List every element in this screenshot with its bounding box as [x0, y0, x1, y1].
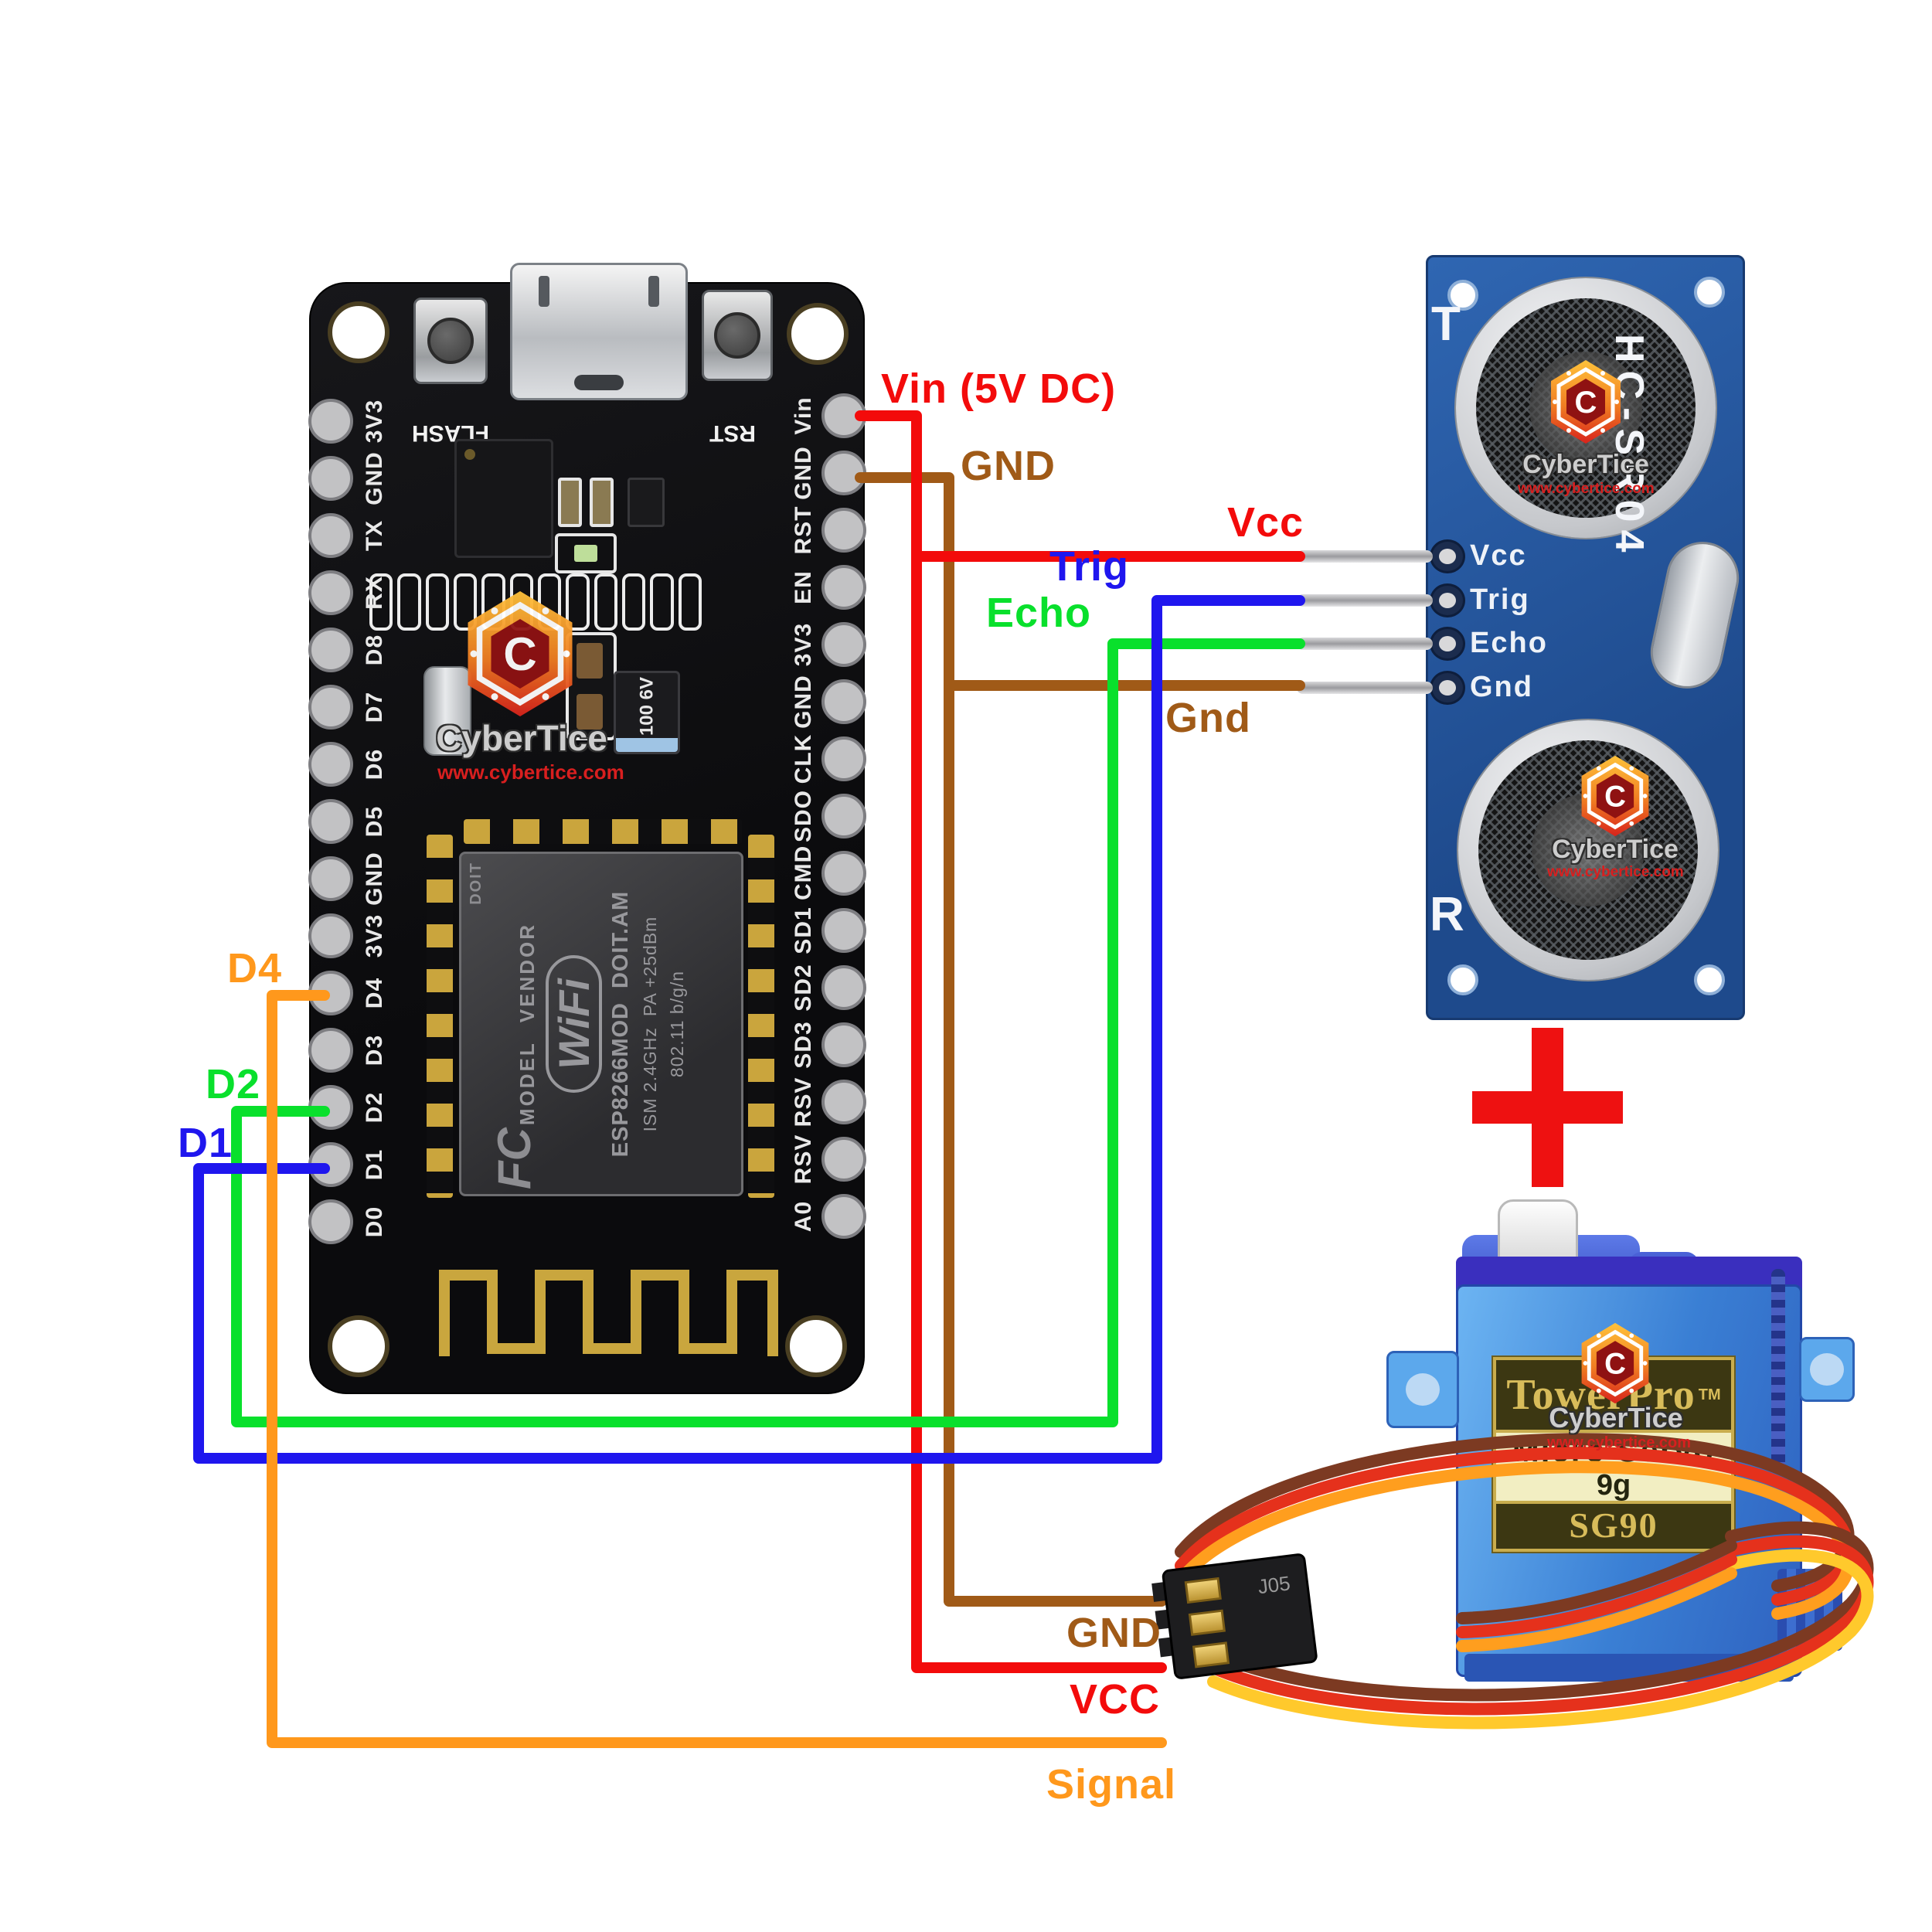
wire-label-d1: D1: [178, 1120, 233, 1166]
wire-label-d4: D4: [227, 945, 283, 992]
cybertice-url: www.cybertice.com: [1547, 864, 1684, 880]
servo-model: SG90: [1569, 1505, 1658, 1545]
cybertice-url: www.cybertice.com: [1547, 1434, 1691, 1451]
cybertice-brand: CyberTice: [1522, 450, 1649, 479]
wire-trig-blue: [193, 595, 1305, 1464]
smd-capacitor: [590, 478, 614, 527]
cybertice-logo-icon: [462, 587, 578, 720]
flash-button-cap: [427, 318, 474, 364]
wire-label-gnd-top: GND: [961, 443, 1056, 489]
sensor-pin-pad: [1430, 583, 1465, 617]
inductor: [423, 666, 471, 756]
servo-screw: [1771, 1269, 1785, 1470]
cybertice-brand: CyberTice: [436, 718, 607, 758]
wire-vin-red: [855, 410, 1305, 1673]
reset-button-cap: [714, 312, 760, 359]
reset-button: [702, 290, 773, 381]
esp-module-shield: FC DOIT MODEL VENDOR WiFi ESP8266MOD DOI…: [459, 852, 743, 1196]
usb-port-slot: [574, 375, 624, 390]
tantalum-capacitor: [577, 643, 603, 679]
sensor-mounting-hole: [1447, 280, 1478, 311]
wire-label-vin: Vin (5V DC): [881, 366, 1117, 412]
sensor-pin-label: Gnd: [1470, 671, 1533, 703]
sensor-mounting-hole: [1447, 964, 1478, 995]
sensor-pin-pad: [1430, 627, 1465, 661]
servo-flange-hole: [1810, 1353, 1844, 1386]
sensor-model-label: HC-SR04: [1607, 334, 1651, 560]
wire-label-signal: Signal: [1046, 1761, 1177, 1808]
mounting-hole: [785, 1315, 847, 1377]
chip-pin1-dot: [464, 449, 475, 460]
servo-flange-right: [1799, 1337, 1855, 1402]
cybertice-brand: CyberTice: [1549, 1402, 1683, 1434]
sensor-pin-pad: [1430, 671, 1465, 705]
cybertice-brand: CyberTice: [1552, 835, 1679, 864]
mounting-hole: [787, 303, 849, 365]
cybertice-url: www.cybertice.com: [437, 760, 624, 784]
servo-flange-left: [1386, 1351, 1459, 1428]
servo-connector: J05: [1151, 1553, 1318, 1679]
sensor-pin-leads: [1297, 550, 1433, 694]
usb-connector: [510, 263, 688, 400]
flash-button: [413, 298, 488, 384]
receiver-label: R: [1430, 888, 1464, 941]
plus-sign: [1532, 1028, 1563, 1187]
wire-label-gnd-sensor: Gnd: [1165, 695, 1251, 741]
servo-trademark: TM: [1698, 1386, 1721, 1403]
smd-transistor: [628, 478, 665, 527]
module-castellated-pads-top: [464, 819, 742, 844]
servo-cable: [1175, 1433, 1874, 1730]
usb-crimp-tab: [539, 276, 549, 307]
mounting-hole: [328, 301, 389, 363]
sensor-mounting-hole: [1694, 964, 1725, 995]
pin-bumps-right: [821, 393, 866, 1239]
usb-uart-chip: [454, 439, 553, 558]
mounting-hole: [328, 1315, 389, 1377]
module-castellated-pads-right: [748, 835, 774, 1198]
sensor-pin-label: Trig: [1470, 583, 1530, 616]
wire-label-vcc-servo: VCC: [1070, 1676, 1161, 1723]
smd-capacitor: [558, 478, 582, 527]
transmitter-label: T: [1431, 298, 1461, 351]
connector-code: J05: [1257, 1571, 1291, 1598]
sensor-pin-label: Vcc: [1470, 539, 1527, 572]
wire-label-gnd-servo: GND: [1066, 1610, 1162, 1656]
cybertice-logo-icon: [1547, 359, 1624, 445]
wire-label-echo: Echo: [986, 590, 1092, 636]
sensor-mounting-hole: [1694, 277, 1725, 308]
cybertice-logo-icon: [1577, 1321, 1654, 1405]
servo-flange-hole: [1406, 1373, 1440, 1406]
cybertice-url: www.cybertice.com: [1518, 481, 1655, 497]
connector-contact: [1188, 1609, 1226, 1636]
wire-echo-green: [231, 638, 1305, 1427]
pin-bumps-left: [308, 399, 353, 1244]
wire-label-d2: D2: [206, 1061, 261, 1107]
led-chip: [574, 545, 597, 562]
connector-contact: [1184, 1577, 1222, 1604]
wire-signal-orange: [267, 990, 1167, 1748]
connector-contact: [1192, 1641, 1230, 1668]
cybertice-logo-icon: [1577, 754, 1654, 838]
wire-label-vcc-sensor: Vcc: [1227, 499, 1304, 546]
wire-gnd-brown: [855, 472, 1305, 1607]
led-indicator: [555, 533, 617, 573]
usb-crimp-tab: [648, 276, 659, 307]
sensor-pin-label: Echo: [1470, 627, 1548, 659]
capacitor-polarity-stripe: [616, 738, 678, 752]
antenna-trace: [439, 1270, 778, 1356]
power-capacitor: 100 6V: [614, 671, 680, 754]
smd-capacitors: [558, 478, 614, 527]
tantalum-capacitor: [577, 694, 603, 730]
wire-label-trig: Trig: [1049, 543, 1130, 590]
module-castellated-pads-left: [427, 835, 453, 1198]
